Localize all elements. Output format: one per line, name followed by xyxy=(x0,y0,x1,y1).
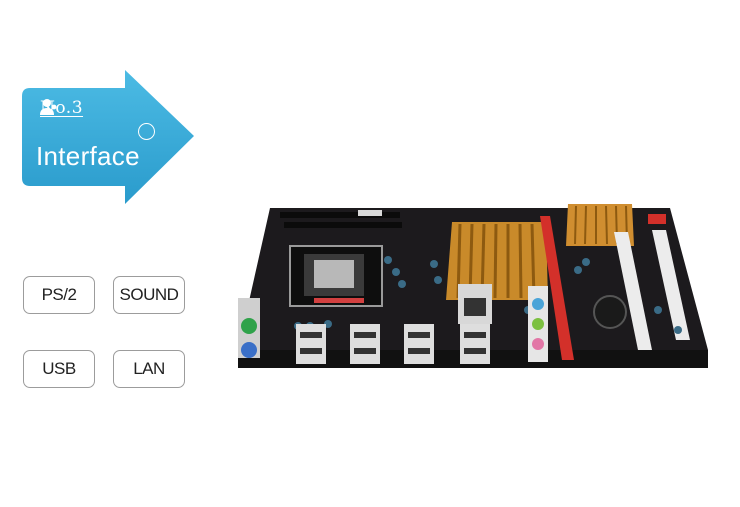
person-icon xyxy=(40,99,57,115)
arrow-shape xyxy=(22,70,194,204)
interface-banner: No.3 Interface xyxy=(22,68,197,206)
motherboard-image xyxy=(238,200,720,380)
lan-button[interactable]: LAN xyxy=(113,350,185,388)
usb-button[interactable]: USB xyxy=(23,350,95,388)
banner-title: Interface xyxy=(36,141,140,171)
circle-icon xyxy=(138,123,155,140)
ps2-button[interactable]: PS/2 xyxy=(23,276,95,314)
badge: No.3 xyxy=(40,98,83,118)
sound-button[interactable]: SOUND xyxy=(113,276,185,314)
